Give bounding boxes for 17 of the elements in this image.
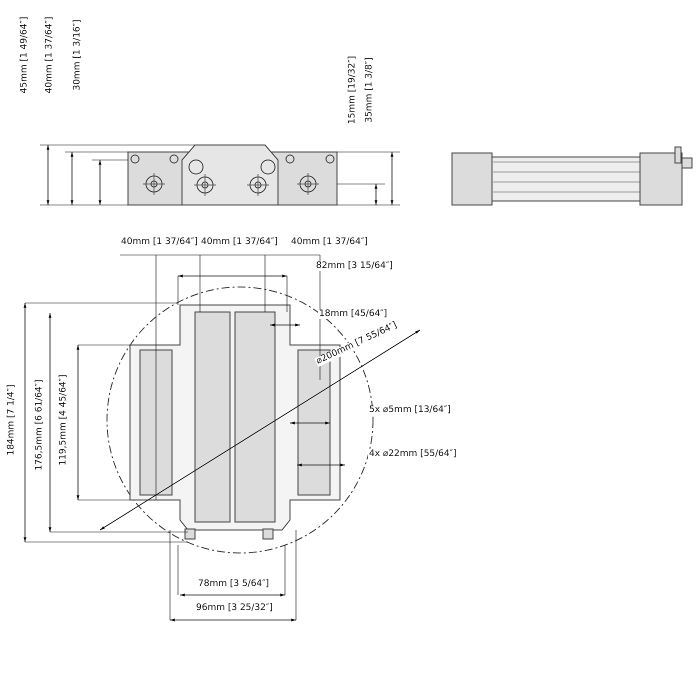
dimension-label: 15mm [19/32″]	[348, 54, 358, 126]
dimension-label: 5x ⌀5mm [13/64″]	[368, 406, 452, 415]
dimension-label: 119,5mm [4 45/64″]	[60, 373, 68, 467]
dimension-label: 18mm [45/64″]	[318, 310, 388, 319]
dimension-label: 40mm [1 37/64″]	[46, 16, 54, 94]
dimension-label: 40mm [1 37/64″]	[120, 238, 199, 247]
dimension-label: 30mm [1 3/16″]	[74, 18, 82, 92]
dimension-label: 4x ⌀22mm [55/64″]	[368, 450, 458, 459]
dimension-label: 35mm [1 3/8″]	[366, 56, 374, 124]
dimension-label: 184mm [7 1/4″]	[8, 383, 16, 457]
dimension-label: 40mm [1 37/64″]	[290, 238, 369, 247]
dimension-label: 45mm [1 49/64″]	[20, 16, 30, 94]
dimension-label: 78mm [3 5/64″]	[197, 580, 270, 589]
dimension-label: 176,5mm [6 61/64″]	[36, 378, 44, 472]
dimension-label: 82mm [3 15/64″]	[315, 262, 394, 271]
dimension-label: 96mm [3 25/32″]	[195, 604, 274, 613]
dimension-label: 40mm [1 37/64″]	[200, 238, 279, 247]
